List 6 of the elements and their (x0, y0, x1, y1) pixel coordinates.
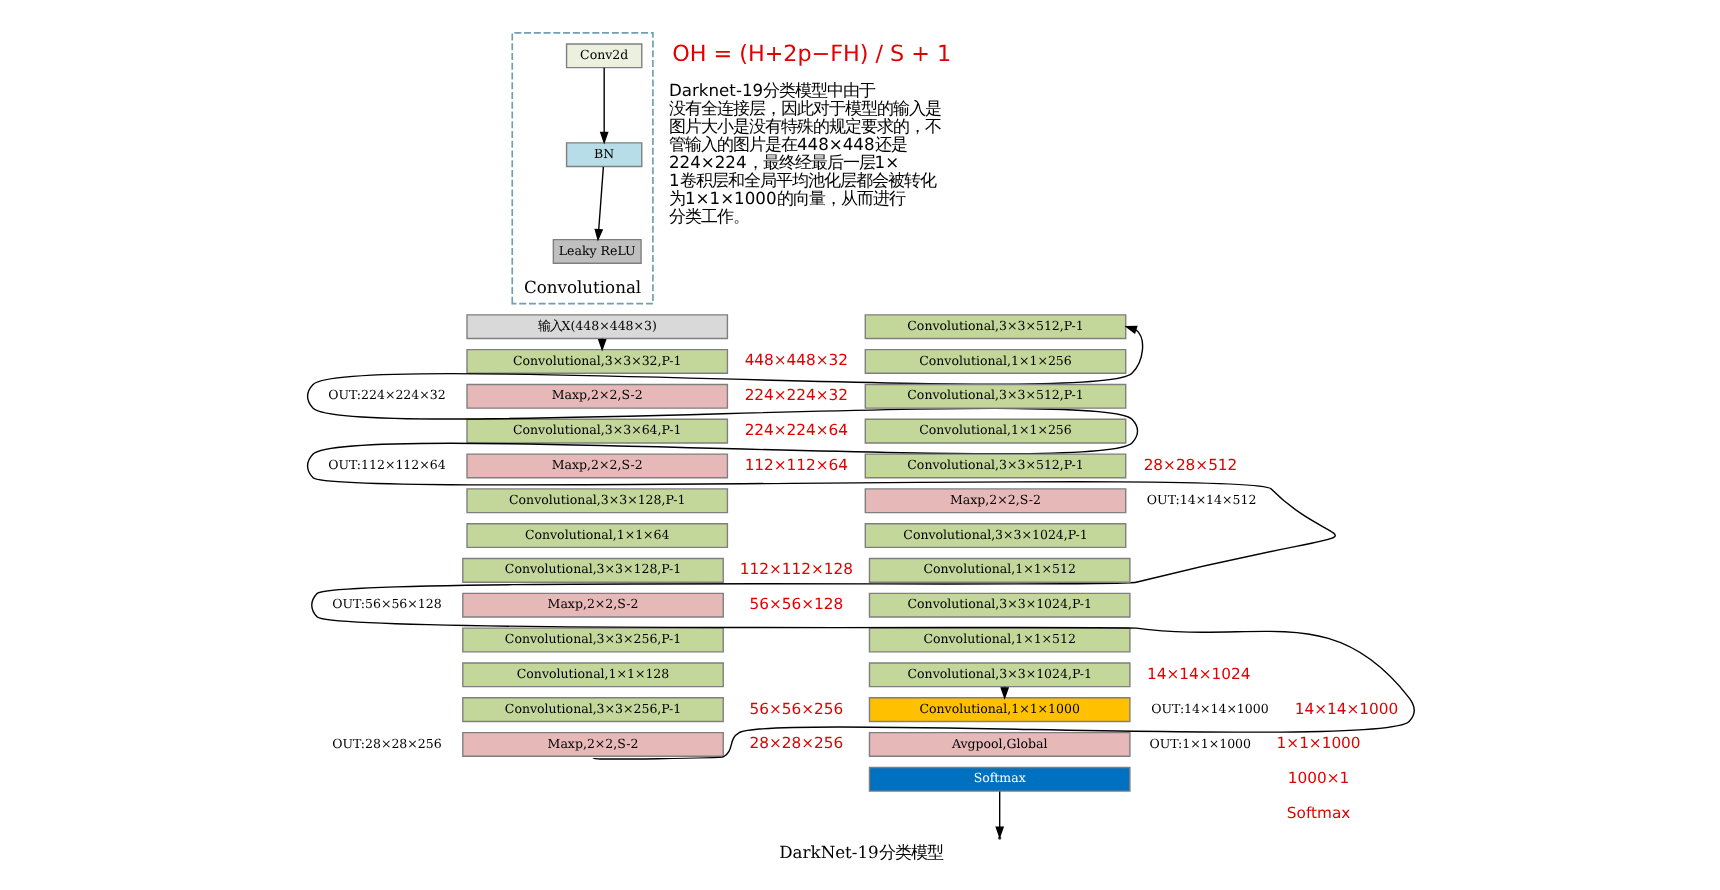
arrow (593, 166, 604, 242)
label: OH = (H+2p−FH) / S + 1 (671, 41, 951, 68)
arrow (305, 325, 1414, 760)
caption: DarkNet-19分类模型 (778, 842, 942, 863)
arrow (598, 67, 608, 145)
label: Darknet-19分类模型中由于没有全连接层，因此对于模型的输入是图片大小是没有特殊的规定要求的，不管输入的图片是在448×448还是224×224，最终经最后一层1×1卷积层和全局平均池化层都会被转化为1×1×1000的向量，从而进行分类工作。 (667, 79, 940, 227)
